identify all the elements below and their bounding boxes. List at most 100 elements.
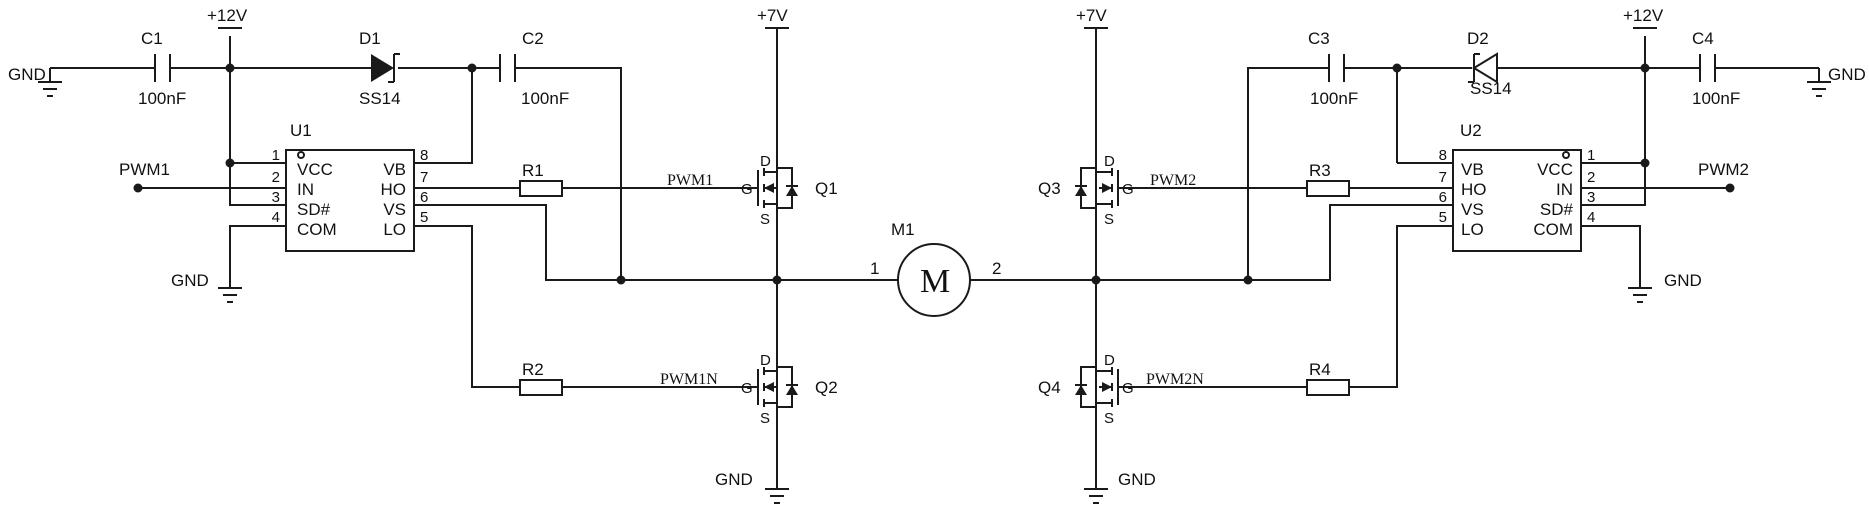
pin-d: D: [760, 153, 771, 170]
capacitor-value: 100nF: [1310, 89, 1358, 108]
pin-s: S: [760, 410, 770, 427]
ground-label: GND: [715, 470, 753, 489]
supply-12v-label: +12V: [207, 6, 248, 25]
supply-7v-left: +7V: [757, 6, 789, 29]
junction-dots: [133, 63, 1735, 285]
capacitor-value: 100nF: [138, 89, 186, 108]
ground-label: GND: [171, 271, 209, 290]
motor-pin-1: 1: [870, 259, 879, 278]
pin-number: 7: [420, 169, 428, 186]
ground-q2: GND: [715, 470, 789, 504]
mosfet-q2: D G S Q2: [741, 352, 838, 427]
pin-name: COM: [1533, 220, 1573, 239]
ground-label: GND: [1828, 65, 1866, 84]
pin-number: 2: [1587, 169, 1595, 186]
ground-c4: GND: [1807, 65, 1866, 97]
mosfet-q1: D G S Q1: [741, 153, 838, 228]
pin-name: VCC: [297, 160, 333, 179]
gate-net-pwm1n: PWM1N: [660, 371, 718, 388]
motor-m1: M M1 1 2: [870, 220, 1001, 317]
pin-name: SD#: [1540, 200, 1574, 219]
diode-d2: D2 SS14: [1467, 29, 1512, 98]
pin-name: VB: [383, 160, 406, 179]
pin-s: S: [1104, 211, 1114, 228]
supply-7v-right: +7V: [1076, 6, 1108, 29]
pin-s: S: [760, 211, 770, 228]
diode-value: SS14: [359, 89, 401, 108]
motor-pin-2: 2: [992, 259, 1001, 278]
gate-net-pwm2n: PWM2N: [1146, 371, 1204, 388]
net-pwm2: PWM2: [1698, 160, 1749, 179]
ground-u1: GND: [171, 271, 242, 303]
pin-g: G: [1122, 380, 1134, 397]
resistor-r1: R1: [519, 161, 563, 197]
resistor-ref: R3: [1309, 161, 1331, 180]
driver-ref: U2: [1460, 121, 1482, 140]
mosfet-q4: D G S Q4: [1038, 352, 1134, 427]
pin-name: VCC: [1537, 160, 1573, 179]
pin-number: 3: [1587, 189, 1595, 206]
ground-c1: GND: [8, 65, 62, 97]
pin-number: 6: [420, 189, 428, 206]
supply-12v-right: +12V: [1623, 6, 1664, 29]
ground-u2: GND: [1628, 271, 1702, 303]
pin-number: 1: [1587, 147, 1595, 164]
pin-d: D: [1104, 352, 1115, 369]
pin-g: G: [741, 181, 753, 198]
ground-label: GND: [1118, 470, 1156, 489]
pin-name: VS: [383, 200, 406, 219]
capacitor-value: 100nF: [521, 89, 569, 108]
pin-name: HO: [381, 180, 407, 199]
capacitor-c4: C4 100nF: [1692, 29, 1740, 108]
pin-number: 6: [1439, 189, 1447, 206]
capacitor-ref: C3: [1308, 29, 1330, 48]
pin-number: 5: [420, 209, 428, 226]
resistor-r4: R4: [1306, 360, 1350, 396]
pin-number: 8: [420, 147, 428, 164]
net-label: PWM2: [1698, 160, 1749, 179]
pin-d: D: [1104, 153, 1115, 170]
pin-name: IN: [297, 180, 314, 199]
pin-number: 7: [1439, 169, 1447, 186]
net-pwm1: PWM1: [119, 160, 170, 179]
diode-ref: D2: [1467, 29, 1489, 48]
mosfet-ref: Q2: [815, 378, 838, 397]
pin-number: 8: [1439, 147, 1447, 164]
gate-net-pwm1: PWM1: [667, 172, 713, 189]
supply-7v-label: +7V: [757, 6, 788, 25]
pin-number: 5: [1439, 209, 1447, 226]
pin-s: S: [1104, 410, 1114, 427]
mosfet-ref: Q3: [1038, 179, 1061, 198]
pin-g: G: [1122, 181, 1134, 198]
resistor-ref: R1: [522, 161, 544, 180]
mosfet-ref: Q4: [1038, 378, 1061, 397]
pin-number: 3: [272, 189, 280, 206]
capacitor-c3: C3 100nF: [1308, 29, 1358, 108]
pin-number: 4: [272, 209, 280, 226]
pin-name: LO: [383, 220, 406, 239]
pin-name: COM: [297, 220, 337, 239]
mosfet-ref: Q1: [815, 179, 838, 198]
capacitor-c2: C2 100nF: [499, 29, 569, 108]
resistor-r3: R3: [1306, 161, 1350, 197]
capacitor-c1: C1 100nF: [138, 29, 186, 108]
net-label: PWM1: [119, 160, 170, 179]
pin-name: LO: [1461, 220, 1484, 239]
resistor-ref: R2: [522, 360, 544, 379]
supply-12v-left: +12V: [207, 6, 248, 29]
resistor-r2: R2: [519, 360, 563, 396]
pin-number: 4: [1587, 209, 1595, 226]
capacitor-value: 100nF: [1692, 89, 1740, 108]
gate-net-pwm2: PWM2: [1150, 172, 1196, 189]
diode-d1: D1 SS14: [356, 29, 401, 108]
pin-number: 2: [272, 169, 280, 186]
supply-12v-label: +12V: [1623, 6, 1664, 25]
capacitor-ref: C4: [1692, 29, 1714, 48]
capacitor-ref: C2: [522, 29, 544, 48]
pin-name: VS: [1461, 200, 1484, 219]
driver-ref: U1: [290, 121, 312, 140]
pin-number: 1: [272, 147, 280, 164]
pin-name: SD#: [297, 200, 331, 219]
motor-symbol: M: [920, 263, 950, 300]
diode-value: SS14: [1470, 79, 1512, 98]
